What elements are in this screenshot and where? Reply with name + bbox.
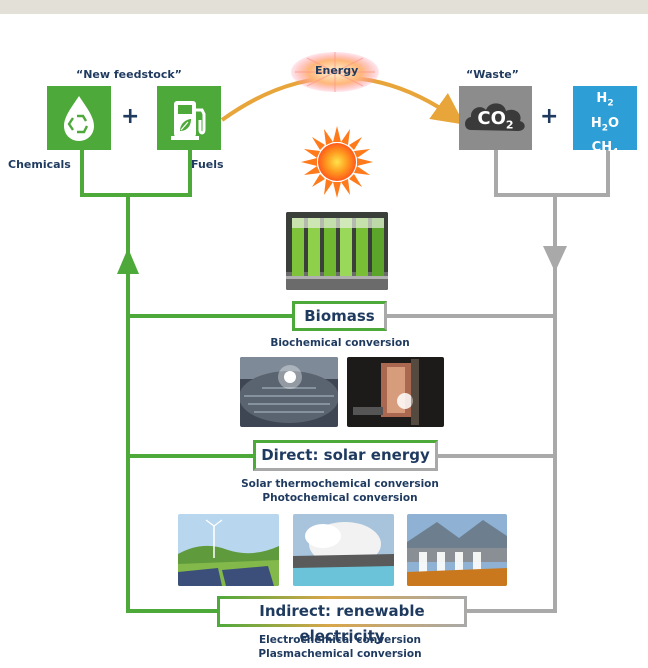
- gas-h2o: H2O: [573, 114, 637, 139]
- electricity-subtitle-2: Plasmachemical conversion: [258, 648, 422, 660]
- chemicals-label: Chemicals: [8, 158, 71, 171]
- solar-subtitle-1: Solar thermochemical conversion: [241, 478, 439, 490]
- recycle-drop-icon: [64, 96, 94, 141]
- solar-tower-photo: [240, 357, 338, 427]
- geothermal-photo: [293, 514, 394, 586]
- co2-sub: 2: [505, 118, 514, 132]
- gas-h2o-sub: 2: [601, 123, 609, 134]
- new-feedstock-label: “New feedstock”: [76, 68, 182, 81]
- co2-base: CO: [477, 108, 506, 129]
- plus-sign-left: +: [121, 104, 140, 129]
- gas-ch4: CH4: [573, 138, 637, 163]
- gas-h2o-base: H: [590, 115, 602, 131]
- direct-solar-box: Direct: solar energy: [253, 440, 438, 471]
- solar-subtitle-2: Photochemical conversion: [262, 492, 418, 504]
- biomass-box: Biomass: [292, 301, 387, 331]
- electricity-subtitle-1: Electrochemical conversion: [258, 634, 422, 646]
- grey-input-bracket: [494, 150, 610, 197]
- co2-formula: CO2: [459, 108, 532, 132]
- green-output-bracket: [80, 150, 192, 197]
- hydro-dam-photo: [407, 514, 507, 586]
- gases-tile: H2 H2O CH4: [573, 86, 637, 158]
- gas-h2: H2: [573, 89, 637, 114]
- co2-cloud-icon: [465, 103, 525, 131]
- indirect-electricity-box: Indirect: renewable electricity: [217, 596, 467, 645]
- gas-ch4-sub: 4: [612, 147, 619, 158]
- grey-down-arrow: [543, 246, 567, 272]
- fuel-pump-icon: [171, 101, 206, 140]
- energy-label: Energy: [315, 64, 359, 77]
- green-up-arrow: [117, 248, 139, 274]
- gas-h2o-tail: O: [608, 115, 620, 131]
- fuels-tile: [157, 86, 221, 150]
- biomass-subtitle: Biochemical conversion: [270, 337, 410, 349]
- energy-burst-icon: [291, 52, 379, 92]
- gas-h2-base: H: [596, 91, 608, 106]
- sun-icon: [301, 126, 373, 198]
- top-band: [0, 0, 648, 14]
- gas-h2-sub: 2: [607, 98, 614, 109]
- chemicals-tile: [47, 86, 111, 150]
- gas-ch4-base: CH: [591, 140, 613, 156]
- co2-tile: CO2: [459, 86, 532, 150]
- waste-label: “Waste”: [466, 68, 519, 81]
- wind-solar-photo: [178, 514, 279, 586]
- fuels-label: Fuels: [191, 158, 224, 171]
- plus-sign-right: +: [540, 104, 559, 129]
- algae-bioreactor-photo: [286, 212, 388, 290]
- photochemical-reactor-photo: [347, 357, 444, 427]
